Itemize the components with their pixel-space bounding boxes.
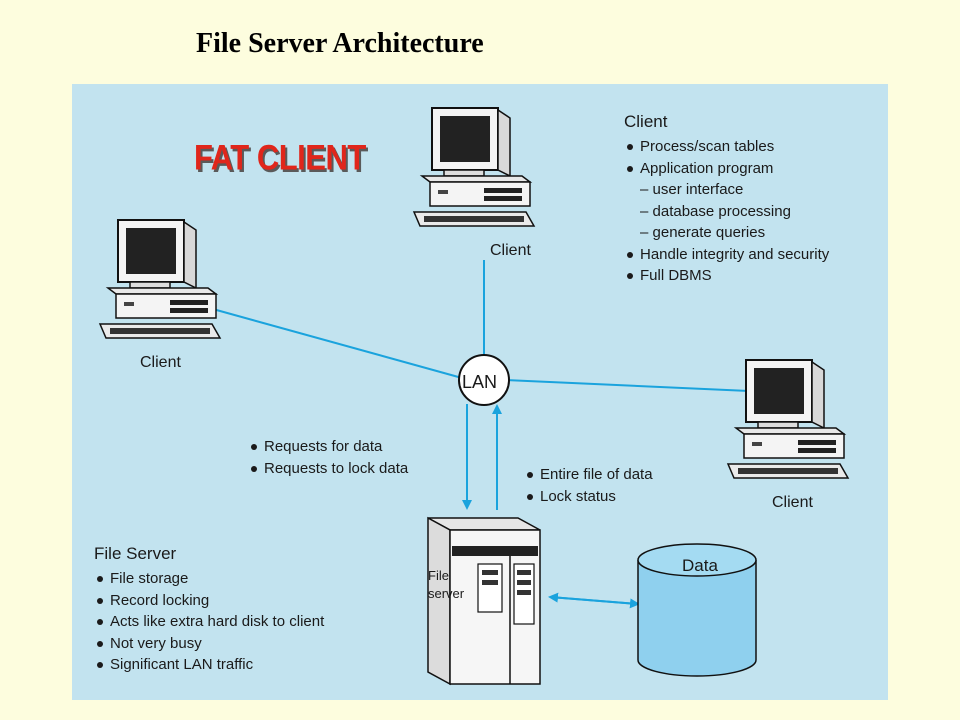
file-server-description-list: File storage Record locking Acts like ex…: [94, 568, 324, 676]
data-label: Data: [682, 556, 718, 575]
list-sub-item: – generate queries: [640, 224, 766, 241]
list-item: Significant LAN traffic: [94, 654, 324, 676]
file-server-icon: [427, 516, 541, 686]
list-item: Acts like extra hard disk to client: [94, 611, 324, 633]
list-item: File storage: [94, 568, 324, 590]
requests-list: Requests for data Requests to lock data: [248, 436, 408, 479]
client-description-heading: Client: [624, 112, 668, 131]
responses-list: Entire file of data Lock status: [524, 464, 653, 507]
list-item: Full DBMS: [624, 265, 829, 287]
list-item: Handle integrity and security: [624, 244, 829, 266]
client-label-top: Client: [490, 242, 531, 259]
list-item: Requests to lock data: [248, 458, 408, 480]
file-server-description: File Server File storage Record locking …: [94, 542, 324, 676]
client-description-list: Process/scan tables Application program …: [624, 136, 829, 287]
client-computer-top-icon: [413, 107, 535, 227]
file-server-description-heading: File Server: [94, 544, 177, 563]
client-right-link: [505, 379, 771, 393]
list-item: Record locking: [94, 590, 324, 612]
client-left-link: [201, 305, 463, 379]
data-arrow-left: [548, 592, 639, 605]
client-computer-right-icon: [727, 359, 849, 479]
list-item: Application program: [624, 158, 829, 180]
architecture-diagram: FAT CLIENT Client Client Client LAN Data…: [72, 84, 888, 700]
list-item: Entire file of data: [524, 464, 653, 486]
file-server-label-line2: server: [428, 586, 465, 601]
lan-hub-icon: [458, 354, 510, 406]
file-server-label-line1: File: [428, 568, 449, 583]
lan-label: LAN: [462, 372, 498, 392]
list-item: Requests for data: [248, 436, 408, 458]
client-label-left: Client: [140, 354, 181, 371]
data-cylinder-icon: [637, 543, 757, 677]
list-item: Not very busy: [94, 633, 324, 655]
fat-client-badge: FAT CLIENT: [194, 137, 366, 178]
list-sub-item: – user interface: [640, 181, 744, 198]
list-item: Lock status: [524, 486, 653, 508]
list-item: Process/scan tables: [624, 136, 829, 158]
diagram-graphics: [99, 107, 849, 686]
client-computer-left-icon: [99, 219, 221, 339]
client-description: Client Process/scan tables Application p…: [624, 110, 829, 287]
page-title: File Server Architecture: [196, 28, 484, 59]
client-label-right: Client: [772, 494, 813, 511]
file-server-label: File server: [428, 567, 464, 603]
list-sub-item: – database processing: [640, 202, 791, 220]
